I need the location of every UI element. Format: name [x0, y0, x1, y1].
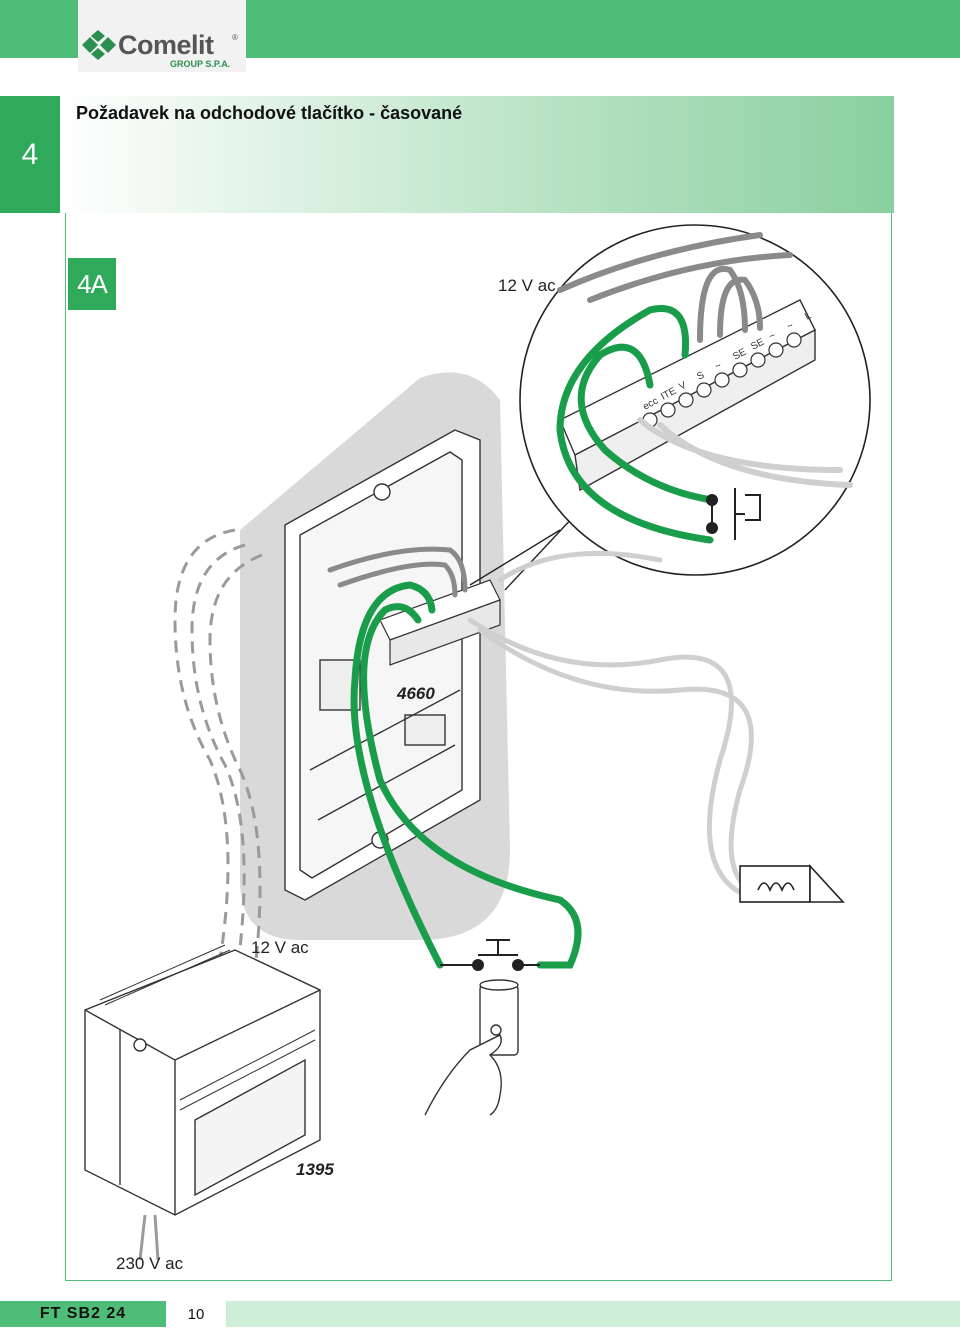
- svg-text:~: ~: [785, 320, 795, 333]
- title-band: [60, 96, 894, 213]
- figure-frame: [65, 213, 892, 1281]
- page-number: 10: [166, 1301, 226, 1327]
- push-button-device: [479, 979, 519, 1056]
- section-number: 4: [0, 96, 60, 213]
- registered-mark: ®: [232, 33, 238, 42]
- hand-icon: [424, 1034, 502, 1116]
- zoom-green-wires: [556, 305, 716, 544]
- svg-text:L: L: [803, 310, 813, 323]
- terminal-block: [379, 579, 501, 666]
- svg-text:~: ~: [713, 360, 723, 373]
- brand-subtitle: GROUP S.P.A.: [170, 59, 231, 69]
- brand-name: Comelit: [118, 30, 214, 60]
- callout-pointer: [504, 514, 576, 591]
- psu-code-label: 1395: [296, 1160, 334, 1179]
- module-grey-wires: [327, 546, 468, 598]
- mains-cable: [138, 1214, 160, 1261]
- psu-vents: [99, 944, 316, 1111]
- power-supply-1395: [84, 949, 321, 1216]
- document-code: FT SB2 24: [0, 1301, 166, 1327]
- push-button-symbol: [440, 939, 540, 971]
- figure-badge: 4A: [68, 258, 116, 310]
- module-code-label: 4660: [397, 684, 435, 703]
- zoom-terminal-block: [559, 299, 816, 492]
- svg-text:V: V: [677, 380, 688, 393]
- page-title: Požadavek na odchodové tlačítko - časova…: [76, 103, 463, 123]
- module-4660: [284, 429, 481, 901]
- bell-wires: [467, 550, 763, 898]
- psu-voltage-label: 12 V ac: [251, 938, 309, 957]
- zoom-grey-wires: [557, 232, 793, 343]
- mains-voltage-label: 230 V ac: [116, 1254, 184, 1273]
- zoom-button-symbol: [706, 488, 761, 540]
- svg-text:S: S: [695, 370, 706, 383]
- comelit-logo-icon: [82, 30, 116, 60]
- logo: [78, 0, 246, 72]
- zoom-voltage-label: 12 V ac: [498, 276, 556, 295]
- bell-device: [739, 863, 845, 903]
- zoom-light-wires: [637, 417, 853, 488]
- psu-cable: [173, 528, 263, 971]
- module-green-wires: [350, 581, 582, 969]
- svg-text:~: ~: [767, 330, 777, 343]
